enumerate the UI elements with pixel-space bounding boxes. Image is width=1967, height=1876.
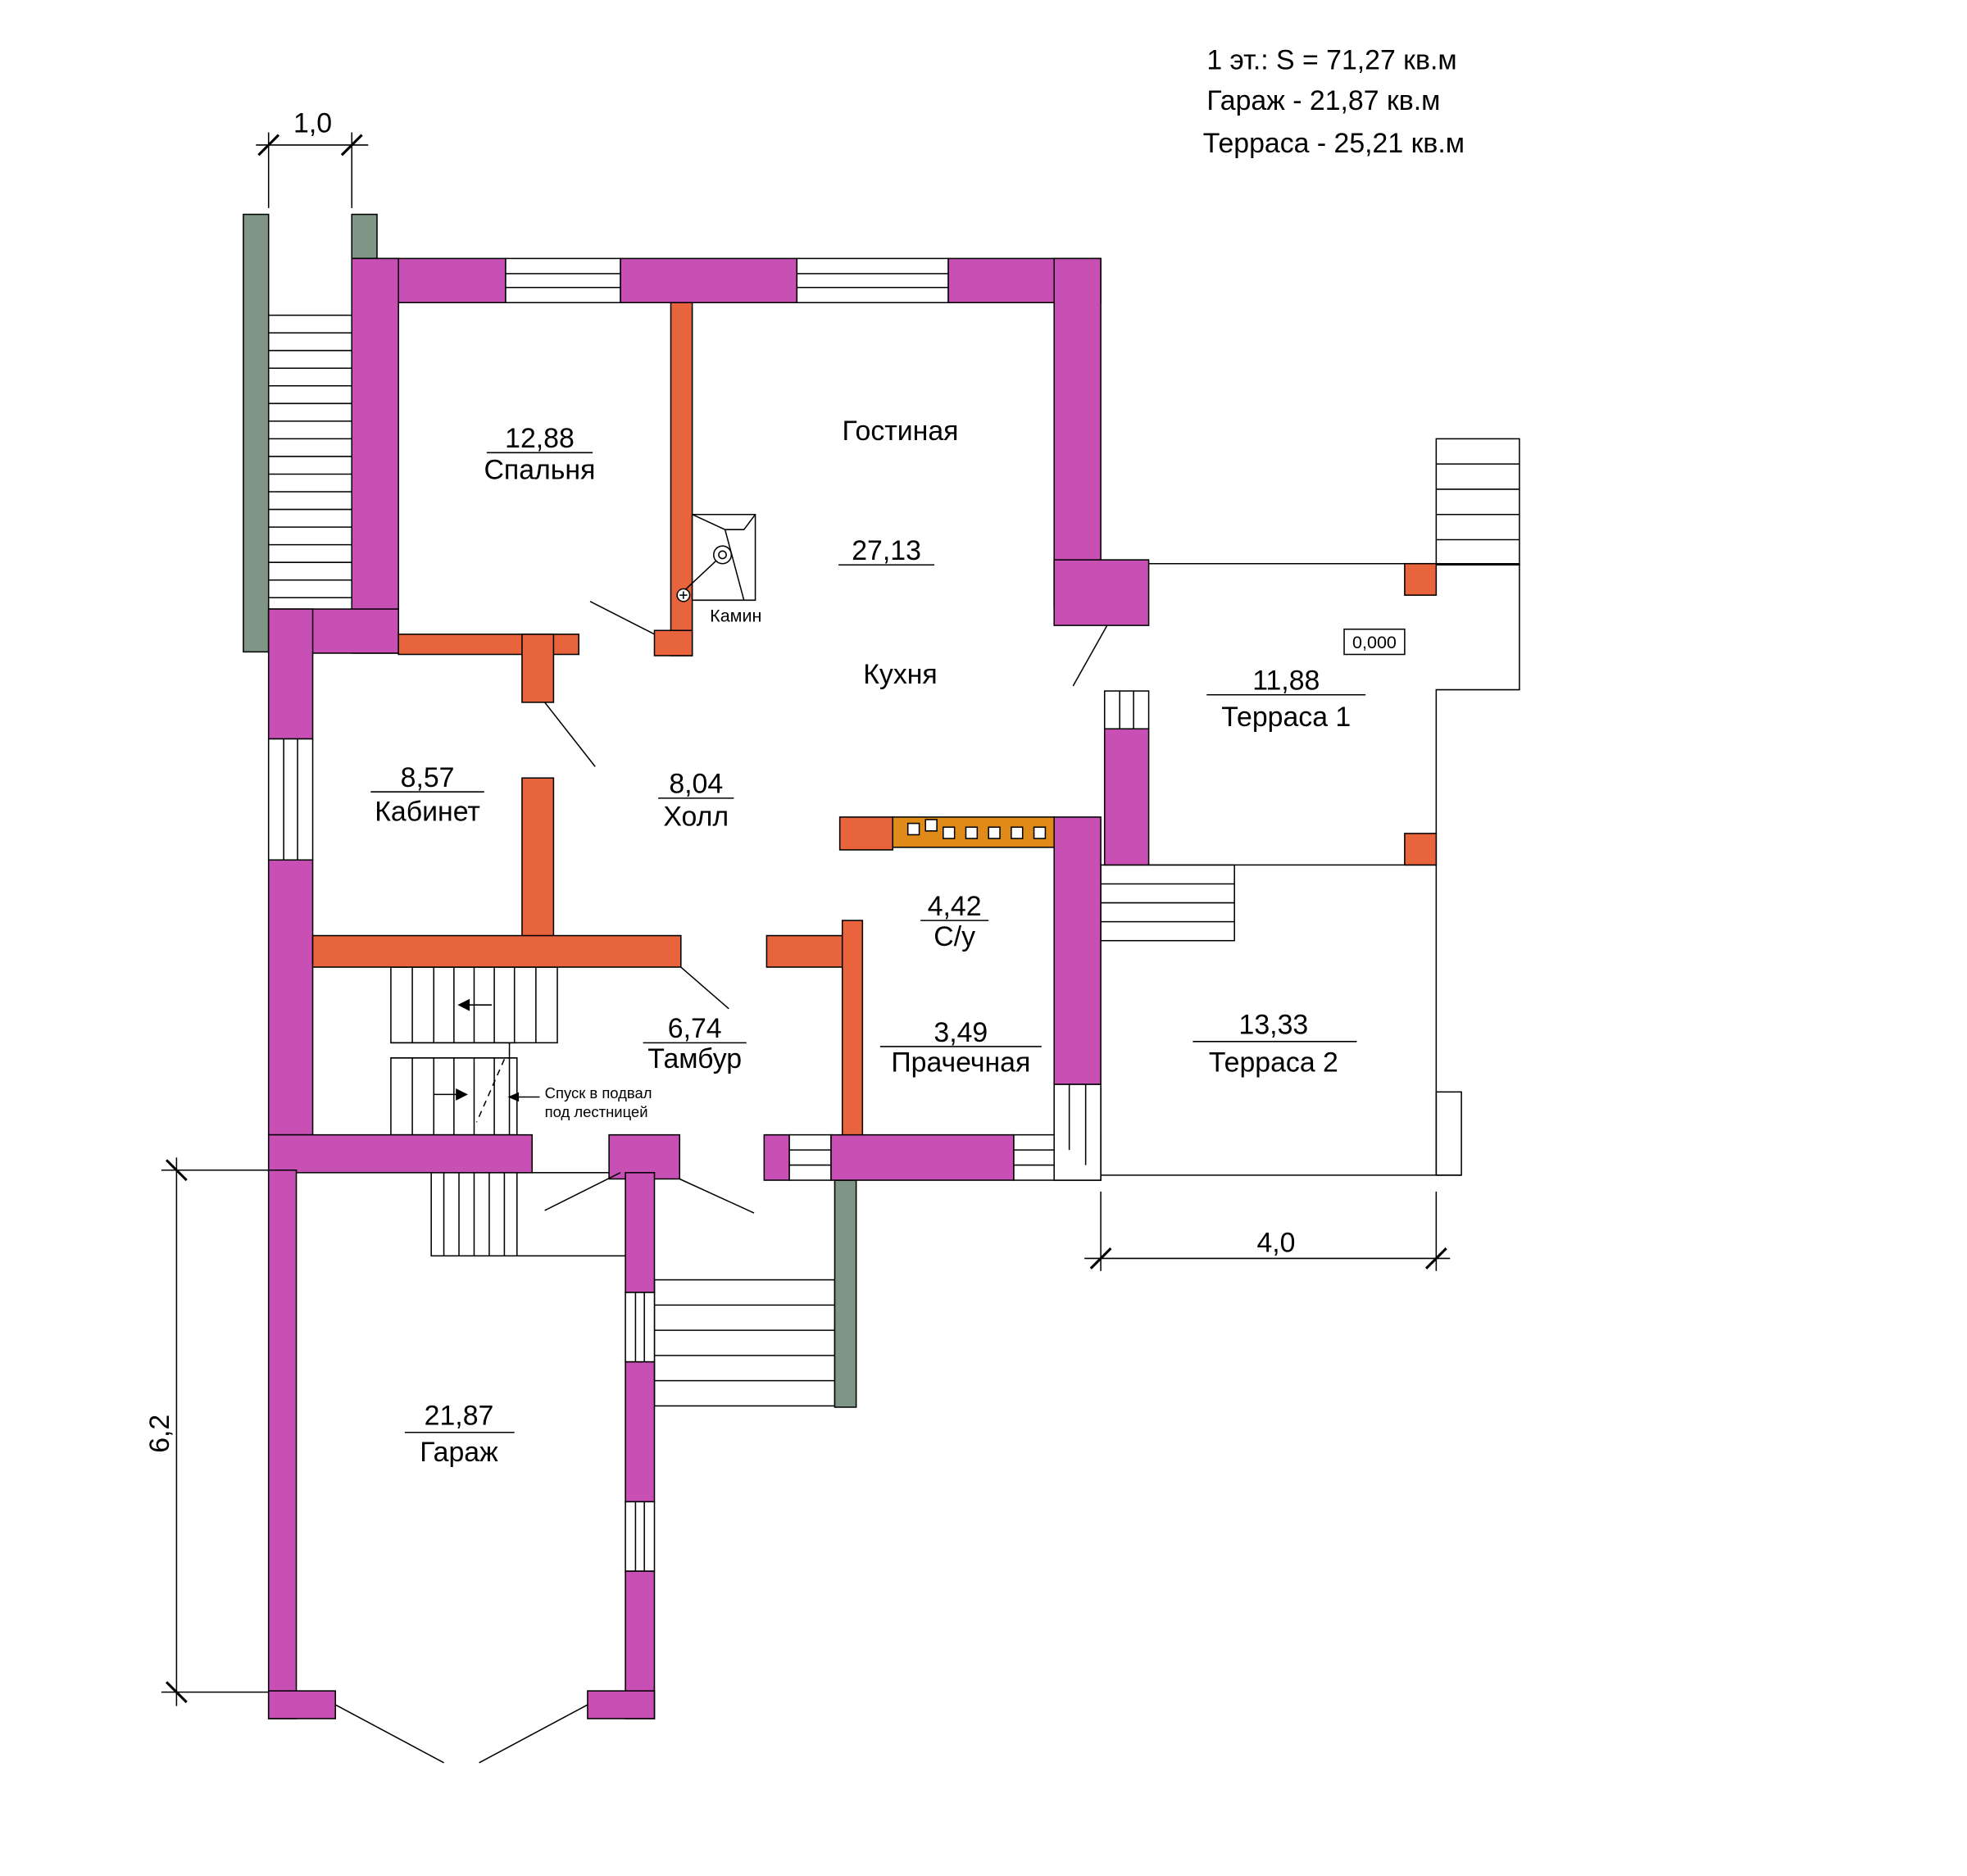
- basement-note-2: под лестницей: [545, 1103, 648, 1120]
- windows: [267, 257, 1150, 1572]
- summary-floor: 1 эт.: S = 71,27 кв.м: [1206, 45, 1456, 76]
- garage-steps: [430, 1172, 628, 1257]
- living-area: 27,13: [852, 535, 921, 566]
- inner-walls: [311, 302, 1438, 1136]
- summary-terrace: Терраса - 25,21 кв.м: [1203, 128, 1465, 159]
- entrance-steps: [653, 1279, 836, 1407]
- study-area: 8,57: [401, 762, 455, 793]
- fireplace-label: Камин: [710, 606, 761, 625]
- garage-length-dim: 6,2: [144, 1415, 175, 1453]
- wc-name: С/у: [934, 921, 975, 952]
- porch-width-dim: 1,0: [293, 108, 332, 139]
- basement-note-1: Спуск в подвал: [545, 1084, 652, 1102]
- laundry-area: 3,49: [934, 1017, 988, 1048]
- area-summary: 1 эт.: S = 71,27 кв.м Гараж - 21,87 кв.м…: [1203, 45, 1465, 160]
- bedroom-area: 12,88: [505, 423, 575, 454]
- garage-area: 21,87: [425, 1401, 494, 1432]
- interior-staircase: [390, 966, 558, 1136]
- bedroom-name: Спальня: [484, 455, 596, 486]
- terrace2-area: 13,33: [1239, 1010, 1309, 1041]
- level-marker: [1343, 628, 1406, 656]
- level-label: 0,000: [1352, 633, 1397, 652]
- terrace2-name: Терраса 2: [1209, 1047, 1338, 1079]
- terrace1-name: Терраса 1: [1221, 702, 1351, 733]
- terrace1-steps: [1435, 438, 1520, 566]
- left-porch-stairs: [267, 314, 353, 649]
- terrace-width-dim: 4,0: [1256, 1228, 1295, 1259]
- outer-walls: [267, 257, 1150, 1719]
- terrace2-steps: [1100, 864, 1235, 942]
- stone-walls: [243, 213, 857, 1408]
- hall-area: 8,04: [669, 769, 723, 800]
- garage-name: Гараж: [420, 1437, 498, 1468]
- room-labels: 12,88 Спальня Гостиная 27,13 Кухня 8,57 …: [370, 416, 1366, 1468]
- wc-area: 4,42: [928, 891, 982, 922]
- living-name: Гостиная: [842, 416, 958, 447]
- vestibule-area: 6,74: [668, 1013, 722, 1044]
- furnace: [892, 816, 1055, 848]
- hall-name: Холл: [663, 802, 729, 833]
- fireplace-icon: [676, 513, 756, 602]
- summary-garage: Гараж - 21,87 кв.м: [1206, 85, 1440, 116]
- terrace-outline: [1100, 562, 1520, 1181]
- laundry-name: Прачечная: [891, 1047, 1030, 1079]
- kitchen-name: Кухня: [863, 659, 938, 690]
- door-swings: [334, 601, 1108, 1764]
- terrace1-area: 11,88: [1252, 665, 1320, 697]
- study-name: Кабинет: [375, 797, 480, 828]
- vestibule-name: Тамбур: [647, 1043, 742, 1074]
- dimension-lines: [161, 132, 1451, 1706]
- basement-arrow: [507, 1092, 540, 1102]
